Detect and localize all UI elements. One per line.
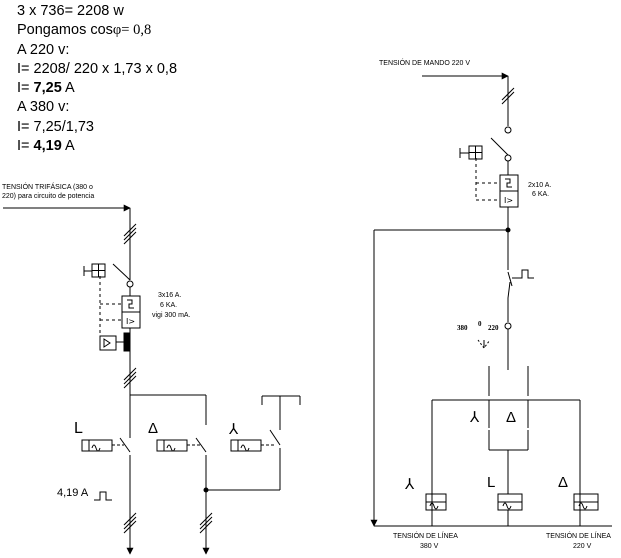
svg-text:I>: I>	[504, 196, 513, 205]
supply-label-2: 220) para circuito de potencia	[2, 193, 95, 200]
selector-delta-label: Δ	[506, 409, 517, 426]
out-ticks-1	[123, 512, 137, 534]
svg-text:I>: I>	[126, 317, 135, 326]
heading-220v: A 220 v:	[17, 41, 70, 58]
breaker-rating-1: 3x16 A.	[158, 292, 182, 299]
result-380v: I= 4,19 A	[17, 138, 75, 155]
control-breaker-box: I>	[499, 174, 519, 208]
breaker-box: I>	[121, 295, 141, 329]
contactor-delta-label: Δ	[148, 420, 159, 437]
control-operator-icon	[459, 145, 483, 160]
formula-380v: I= 7,25/1,73	[17, 118, 94, 135]
selector-0-label: 0	[478, 320, 482, 328]
thermal-setting-label: 4,19 A	[57, 487, 89, 499]
control-breaker-2: 6 KA.	[532, 191, 550, 198]
result-220v: I= 7,25 A	[17, 80, 75, 97]
thermal-symbol	[94, 491, 112, 501]
ticks-2	[123, 367, 137, 389]
three-phase-ticks	[123, 223, 137, 245]
calculation-notes: 3 x 736= 2208 w Pongamos cosφ= 0,8 A 220…	[17, 2, 177, 156]
coil-delta	[573, 493, 599, 526]
breaker-contact	[126, 280, 134, 288]
control-voltage-label: TENSIÓN DE MANDO 220 V	[379, 60, 471, 67]
contactor-star	[230, 395, 301, 490]
control-thermal-symbol	[512, 269, 534, 279]
contactor-star-label: ⅄	[229, 421, 239, 438]
line-380-label-1: TENSIÓN DE LÍNEA	[393, 533, 458, 540]
control-ticks	[501, 87, 515, 105]
line-220-label-2: 220 V	[573, 543, 592, 550]
selector-380-label: 380	[457, 324, 468, 332]
coil-star-label: ⅄	[405, 476, 415, 493]
contactor-delta	[156, 437, 207, 530]
selector-star-label: ⅄	[470, 409, 480, 426]
coil-delta-label: Δ	[558, 474, 569, 491]
control-circuit: I>	[370, 72, 612, 527]
manual-operator-icon	[83, 263, 106, 278]
differential-relay	[99, 332, 130, 352]
control-breaker-1: 2x10 A.	[528, 182, 552, 189]
power-circuit: I>	[3, 204, 301, 555]
cosphi-line: Pongamos cosφ= 0,8	[17, 22, 152, 39]
breaker-rating-3: vigi 300 mA.	[152, 312, 191, 319]
coil-star	[425, 493, 447, 526]
line-380-label-2: 380 V	[420, 543, 439, 550]
formula-220v: I= 2208/ 220 x 1,73 x 0,8	[17, 60, 178, 77]
selector-220-label: 220	[488, 324, 499, 332]
contactor-L-label: L	[74, 420, 83, 437]
coil-L	[497, 493, 523, 526]
out-ticks-2	[199, 512, 213, 534]
line-220-label-1: TENSIÓN DE LÍNEA	[546, 533, 611, 540]
coil-L-label: L	[487, 474, 496, 491]
supply-label-1: TENSIÓN TRIFÁSICA (380 o	[2, 184, 93, 191]
breaker-rating-2: 6 KA.	[160, 302, 178, 309]
breaker-blade	[112, 263, 131, 281]
power-line: 3 x 736= 2208 w	[17, 3, 124, 19]
heading-380v: A 380 v:	[17, 99, 70, 116]
contactor-L	[81, 395, 131, 530]
